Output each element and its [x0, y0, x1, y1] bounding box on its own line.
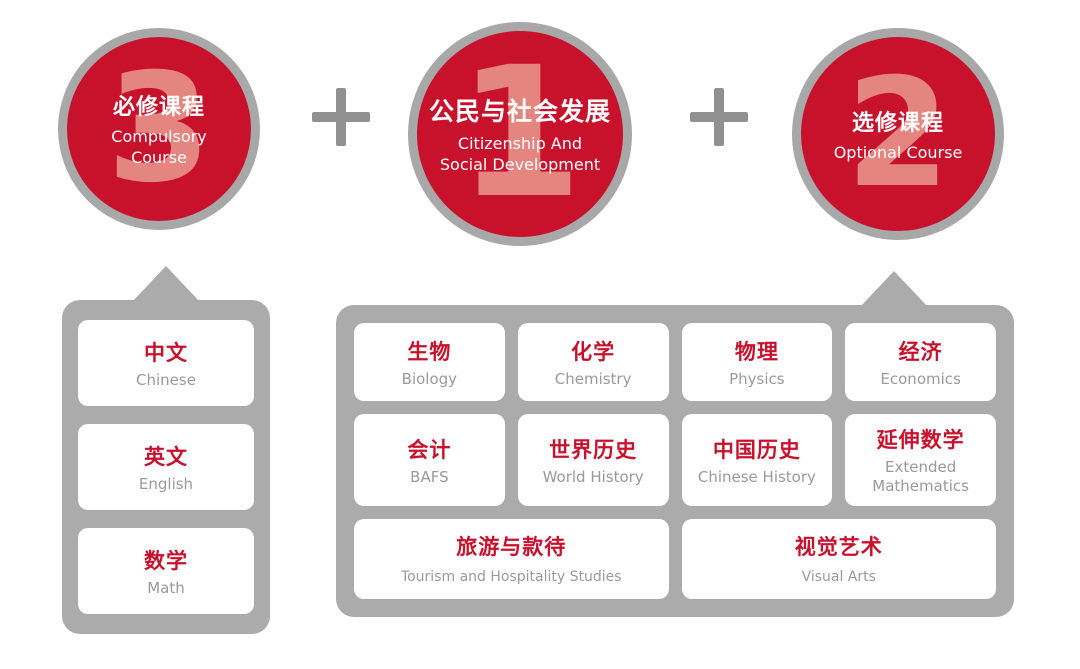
- arrow-up-icon: [132, 266, 200, 302]
- plus-icon: [312, 88, 370, 146]
- citizenship-title-zh: 公民与社会发展: [428, 97, 611, 127]
- course-title-en: Visual Arts: [801, 569, 876, 586]
- course-title-zh: 英文: [144, 444, 188, 469]
- citizenship-title-en: Citizenship And Social Development: [439, 134, 601, 174]
- course-card-world-history: 世界历史 World History: [517, 414, 669, 506]
- course-title-zh: 化学: [571, 339, 616, 364]
- course-title-en: English: [138, 474, 194, 493]
- course-card-chinese: 中文 Chinese: [78, 320, 254, 406]
- optional-course-circle: 2 选修课程 Optional Course: [792, 28, 1004, 240]
- optional-courses-grid: 生物 Biology 化学 Chemistry 物理 Physics 经济 Ec…: [354, 323, 996, 599]
- course-card-tourism: 旅游与款待 Tourism and Hospitality Studies: [354, 519, 669, 599]
- course-card-chinese-history: 中国历史 Chinese History: [681, 414, 833, 506]
- course-title-en: Chinese: [136, 370, 196, 389]
- optional-title-zh: 选修课程: [851, 110, 944, 136]
- course-title-zh: 中文: [144, 340, 188, 365]
- plus-icon: [690, 88, 748, 146]
- course-title-zh: 中国历史: [712, 437, 801, 462]
- course-title-zh: 视觉艺术: [794, 535, 883, 560]
- course-card-bafs: 会计 BAFS: [354, 414, 505, 506]
- course-title-zh: 会计: [407, 437, 452, 462]
- course-title-zh: 旅游与款待: [456, 535, 567, 560]
- course-title-zh: 延伸数学: [876, 428, 965, 453]
- course-card-visual-arts: 视觉艺术 Visual Arts: [681, 519, 996, 599]
- course-title-en: Chinese History: [697, 467, 816, 486]
- course-title-en: Biology: [401, 369, 458, 388]
- course-card-english: 英文 English: [78, 424, 254, 510]
- optional-courses-panel: 生物 Biology 化学 Chemistry 物理 Physics 经济 Ec…: [336, 271, 1014, 617]
- course-card-math: 数学 Math: [78, 528, 254, 614]
- course-card-economics: 经济 Economics: [845, 323, 996, 401]
- course-title-zh: 经济: [898, 339, 943, 364]
- course-title-en: Math: [147, 578, 185, 597]
- arrow-up-icon: [860, 271, 928, 307]
- course-title-en: Economics: [880, 369, 961, 388]
- course-title-en: Chemistry: [554, 369, 632, 388]
- course-title-en: Extended Mathematics: [872, 458, 969, 495]
- course-card-physics: 物理 Physics: [681, 323, 833, 401]
- course-title-en: World History: [542, 467, 644, 486]
- course-title-en: Physics: [729, 369, 785, 388]
- compulsory-course-circle: 3 必修课程 Compulsory Course: [58, 28, 260, 230]
- optional-title-en: Optional Course: [833, 142, 963, 162]
- compulsory-title-zh: 必修课程: [112, 95, 205, 121]
- course-title-en: Tourism and Hospitality Studies: [400, 569, 622, 586]
- course-card-chemistry: 化学 Chemistry: [517, 323, 669, 401]
- citizenship-course-circle: 1 公民与社会发展 Citizenship And Social Develop…: [408, 22, 632, 246]
- course-title-en: BAFS: [410, 467, 449, 486]
- course-title-zh: 生物: [407, 339, 452, 364]
- course-title-zh: 世界历史: [549, 437, 638, 462]
- course-card-extended-mathematics: 延伸数学 Extended Mathematics: [845, 414, 996, 506]
- course-card-biology: 生物 Biology: [354, 323, 505, 401]
- compulsory-title-en: Compulsory Course: [111, 127, 207, 167]
- compulsory-courses-panel: 中文 Chinese 英文 English 数学 Math: [62, 266, 270, 634]
- course-title-zh: 物理: [734, 339, 779, 364]
- course-title-zh: 数学: [144, 548, 188, 573]
